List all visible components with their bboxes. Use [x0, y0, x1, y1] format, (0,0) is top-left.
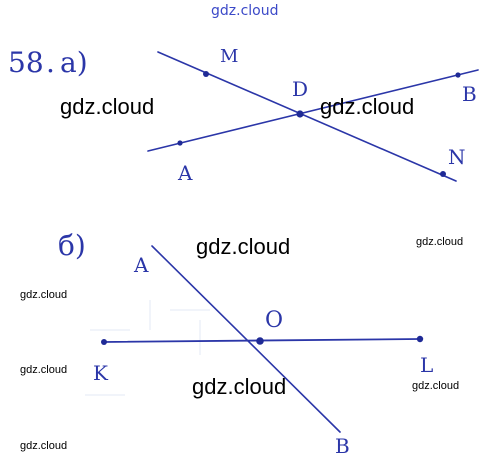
- label-b-b: B: [335, 434, 350, 458]
- watermark-a-right: gdz.cloud: [320, 94, 415, 119]
- problem-number-dot: .: [46, 46, 55, 79]
- point-m: [203, 71, 209, 77]
- point-l: [416, 335, 424, 343]
- watermark-left-small-3: gdz.cloud: [20, 440, 68, 452]
- paper-grid: [85, 300, 210, 396]
- watermark-top: gdz.cloud: [211, 3, 279, 19]
- point-o: [256, 337, 264, 345]
- watermark-a-left: gdz.cloud: [60, 94, 155, 119]
- problem-number: 58: [8, 46, 44, 79]
- part-a-label: а): [60, 46, 88, 79]
- label-a-a: A: [177, 161, 193, 185]
- label-d: D: [292, 77, 308, 101]
- watermark-b-center: gdz.cloud: [196, 234, 291, 259]
- point-n: [440, 171, 446, 177]
- label-m: M: [220, 46, 238, 67]
- watermark-left-small-2: gdz.cloud: [20, 364, 68, 376]
- label-o: O: [265, 308, 283, 333]
- watermark-b-right-small: gdz.cloud: [416, 236, 464, 248]
- watermark-b-bottom-right-small: gdz.cloud: [412, 380, 460, 392]
- watermark-b-bottom-center: gdz.cloud: [192, 374, 287, 399]
- label-n: N: [448, 145, 466, 169]
- line-ab-b: [151, 245, 341, 433]
- label-a-b: A: [133, 253, 149, 277]
- point-a: [177, 140, 183, 146]
- line-ab: [147, 69, 479, 152]
- label-k: K: [93, 361, 109, 385]
- part-b-label: б): [58, 229, 86, 262]
- point-d: [296, 110, 304, 118]
- point-k: [101, 339, 107, 345]
- watermark-left-small-1: gdz.cloud: [20, 289, 68, 301]
- point-b: [455, 72, 461, 78]
- label-l: L: [420, 353, 433, 377]
- label-b-a: B: [462, 82, 477, 106]
